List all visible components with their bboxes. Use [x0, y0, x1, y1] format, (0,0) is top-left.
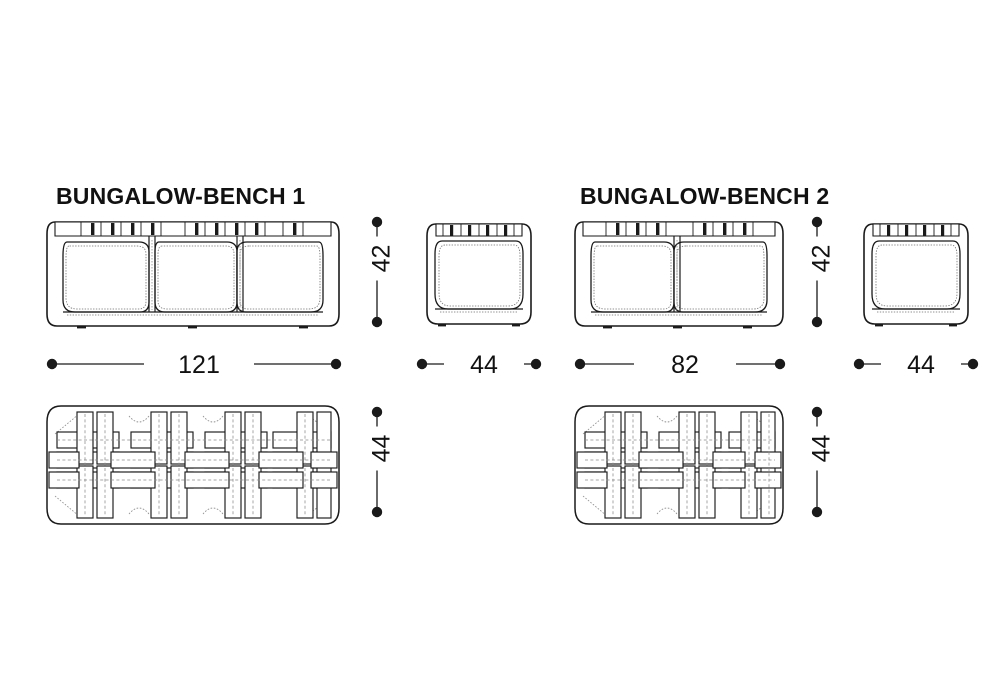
bench-2-top-view [573, 404, 785, 526]
bench-2-depth-value: 44 [807, 426, 837, 471]
bench-1-depth-value: 44 [367, 426, 397, 471]
bench-2-width-value: 82 [634, 351, 736, 380]
product-title-bench-2: BUNGALOW-BENCH 2 [580, 183, 830, 209]
bench-1-side-width-value: 44 [444, 351, 524, 380]
bench-2-front-view [573, 216, 785, 336]
bench-1-height-value: 42 [367, 236, 397, 281]
bench-2-height-value: 42 [807, 236, 837, 281]
bench-1-side-view [424, 220, 534, 332]
bench-1-front-view [45, 216, 341, 336]
bench-1-width-value: 121 [144, 351, 254, 380]
bench-2-side-view [861, 220, 971, 332]
product-title-bench-1: BUNGALOW-BENCH 1 [56, 183, 306, 209]
bench-1-top-view [45, 404, 341, 526]
bench-2-side-width-value: 44 [881, 351, 961, 380]
